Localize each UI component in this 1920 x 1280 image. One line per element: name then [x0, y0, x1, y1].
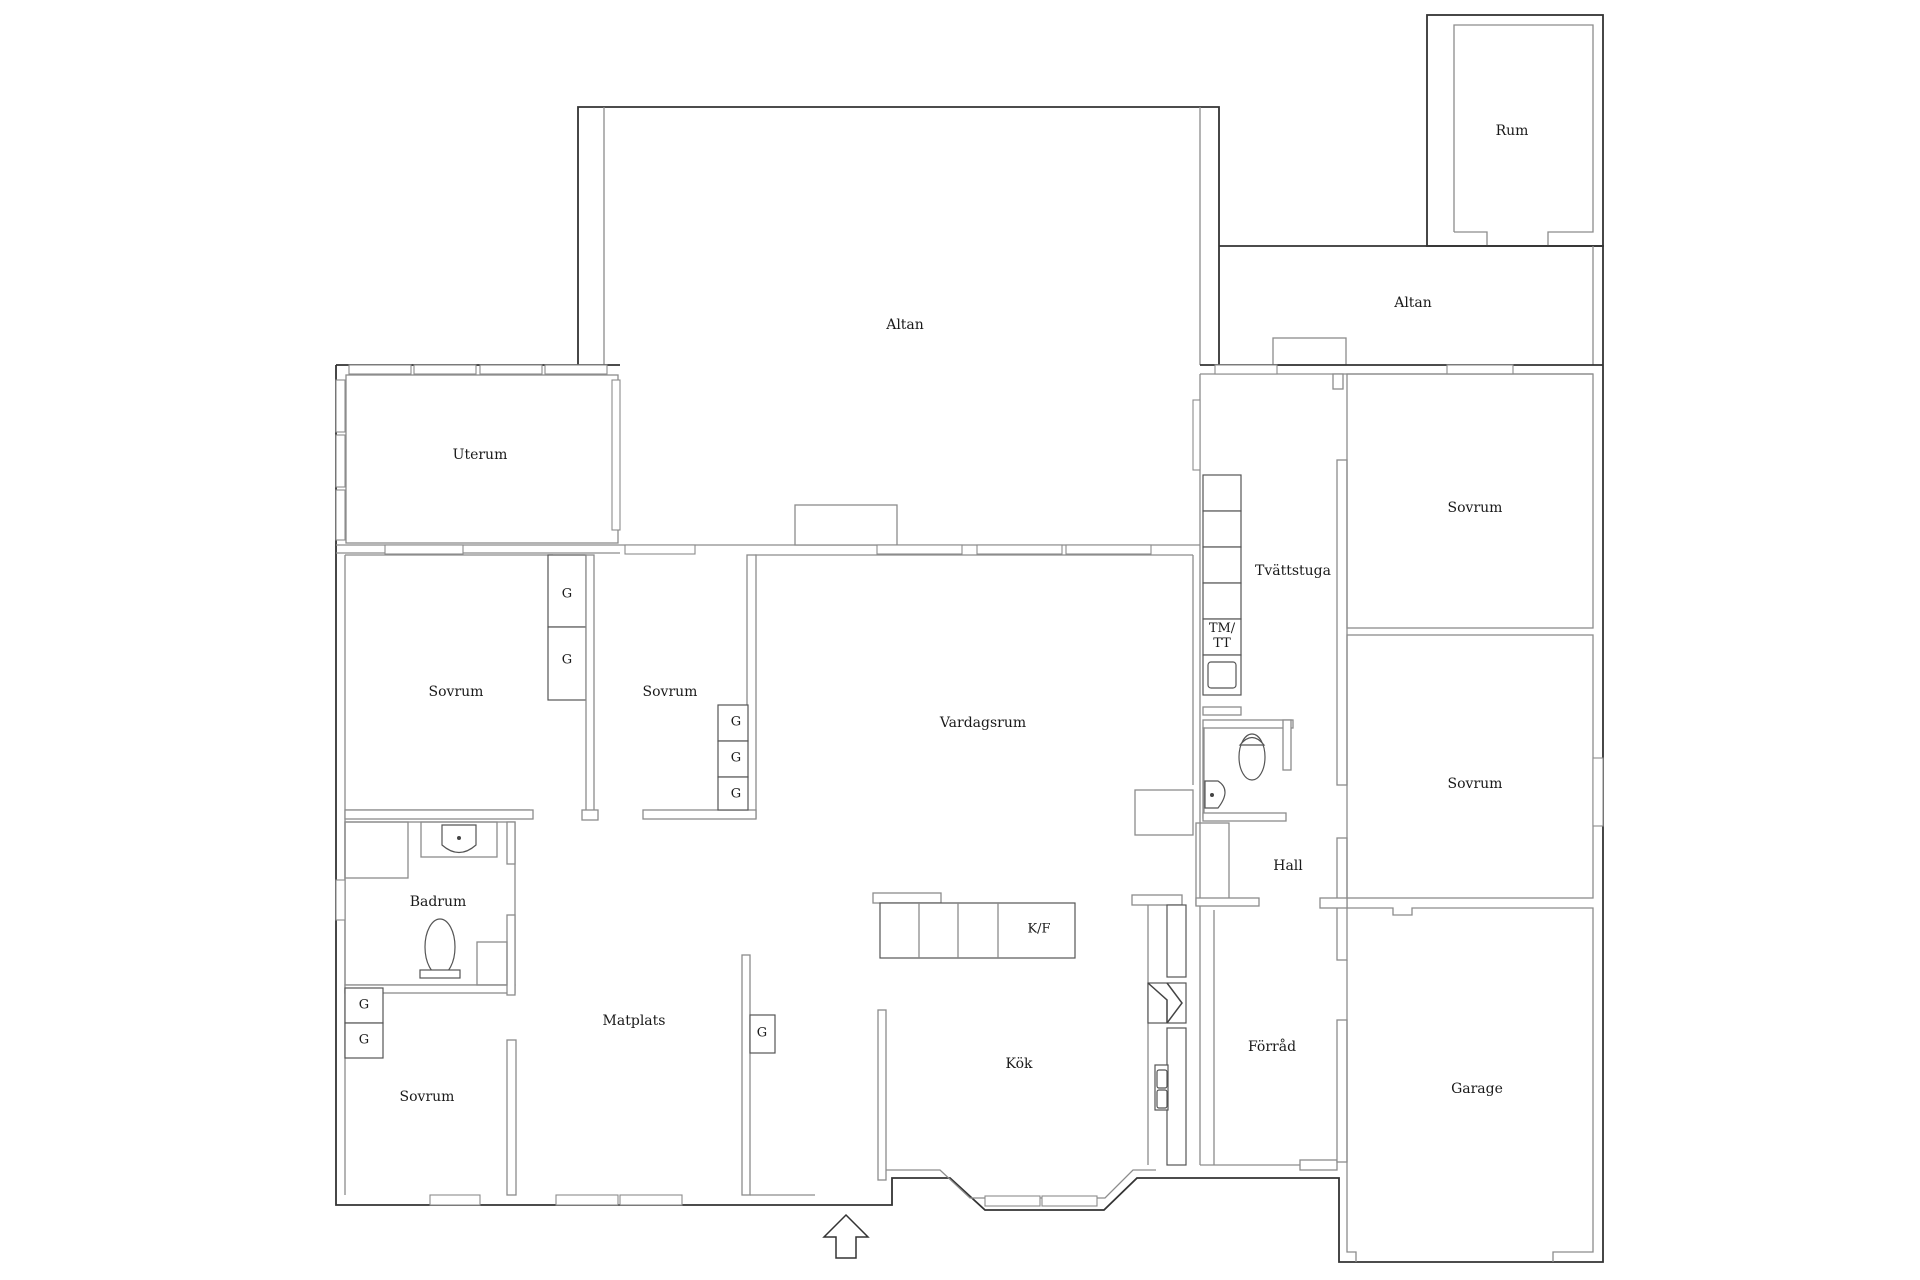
sink-icon	[441, 824, 477, 854]
washer-dryer-label: TM/ TT	[1208, 621, 1236, 651]
room-label-vardagsrum: Vardagsrum	[939, 714, 1027, 731]
toilet-icon	[419, 918, 461, 979]
room-label-kok: Kök	[1005, 1055, 1033, 1072]
wardrobe-label: G	[358, 997, 370, 1013]
room-label-uterum: Uterum	[452, 446, 508, 463]
room-label-matplats: Matplats	[602, 1012, 666, 1029]
room-label-altan-large: Altan	[886, 316, 924, 333]
toilet-icon	[1238, 733, 1266, 781]
kitchen-sink-icon	[1156, 1069, 1168, 1109]
interior-walls	[335, 364, 1604, 1262]
wardrobe-label: G	[561, 652, 573, 668]
entrance-arrow-icon	[822, 1213, 870, 1259]
uterum-structure	[335, 364, 621, 554]
room-label-sovrum-3: Sovrum	[1447, 499, 1503, 516]
room-label-sovrum-4: Sovrum	[1447, 775, 1503, 792]
sink-icon	[1204, 780, 1226, 809]
stove-icon	[1147, 982, 1183, 1024]
washbasin-icon	[1207, 661, 1237, 689]
room-label-sovrum-5: Sovrum	[399, 1088, 455, 1105]
room-label-garage: Garage	[1451, 1080, 1503, 1097]
room-label-sovrum-1: Sovrum	[428, 683, 484, 700]
room-label-sovrum-2: Sovrum	[642, 683, 698, 700]
wardrobe-label: G	[730, 714, 742, 730]
room-label-tvattstuga: Tvättstuga	[1255, 562, 1331, 579]
room-label-forrad: Förråd	[1247, 1038, 1297, 1055]
altan-large-structure	[577, 106, 1220, 365]
wardrobe-label: G	[358, 1032, 370, 1048]
wardrobe-label: G	[756, 1025, 768, 1041]
room-label-altan-small: Altan	[1394, 294, 1432, 311]
fridge-freezer-label: K/F	[1027, 921, 1051, 937]
wardrobe-label: G	[561, 586, 573, 602]
wardrobe-label: G	[730, 786, 742, 802]
room-label-hall: Hall	[1273, 857, 1303, 874]
room-label-badrum: Badrum	[409, 893, 467, 910]
room-label-rum: Rum	[1495, 122, 1529, 139]
wardrobe-label: G	[730, 750, 742, 766]
